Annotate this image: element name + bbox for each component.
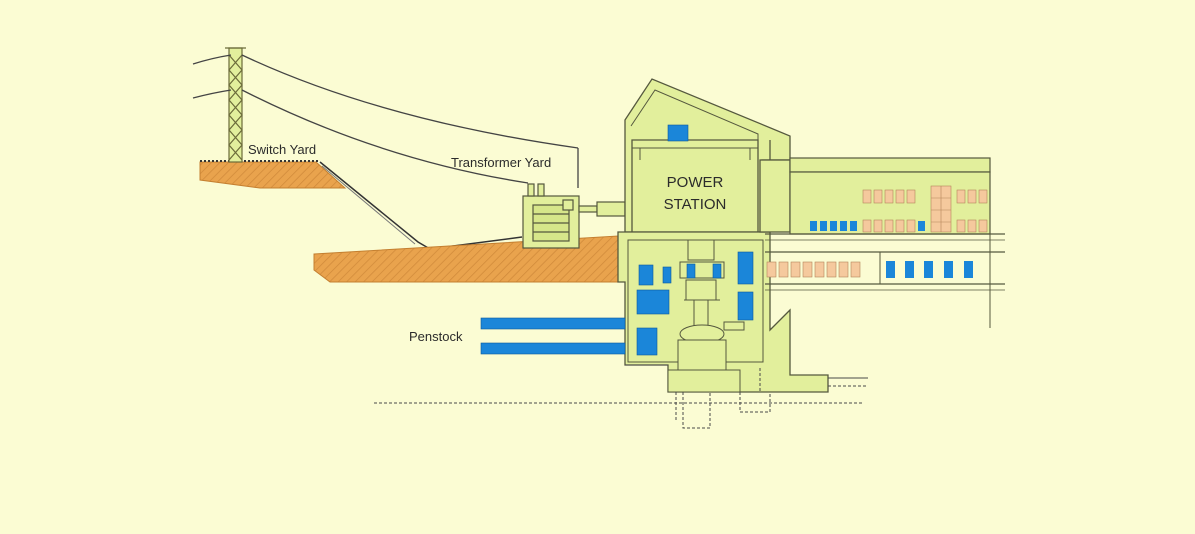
transmission-tower-icon xyxy=(225,47,246,163)
power-lines xyxy=(192,54,579,188)
foundation-lines xyxy=(374,364,868,429)
switch-yard-label: Switch Yard xyxy=(248,142,316,157)
building-windows xyxy=(766,185,988,278)
service-building xyxy=(765,157,1005,328)
equipment-blocks xyxy=(636,124,754,356)
switch-yard-ground xyxy=(199,160,523,250)
building-blue-windows xyxy=(810,221,973,278)
penstock-label: Penstock xyxy=(409,329,463,344)
transformer-yard-label: Transformer Yard xyxy=(451,155,551,170)
penstock-pipes xyxy=(480,317,626,355)
power-station-label-line2: STATION xyxy=(664,196,727,213)
transformer-icon xyxy=(522,183,626,249)
power-station-label-line1: POWER xyxy=(667,174,724,191)
